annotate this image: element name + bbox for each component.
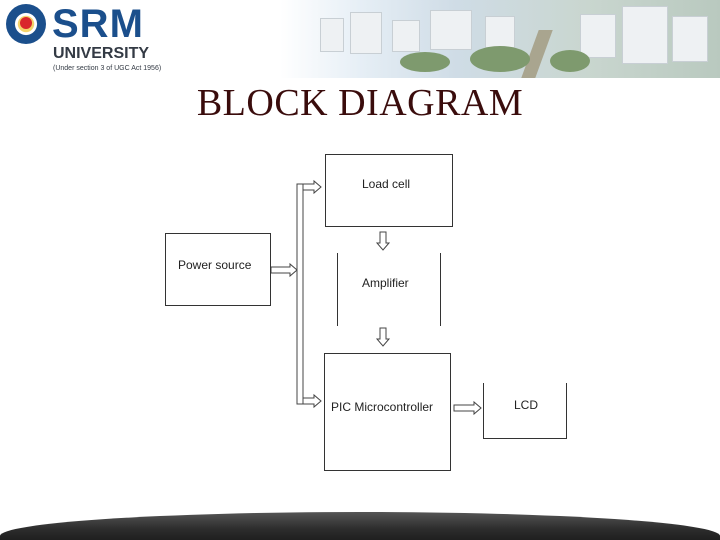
arrow-load-cell-to-amplifier (375, 231, 391, 251)
logo-subtitle: (Under section 3 of UGC Act 1956) (53, 65, 162, 72)
slide-header: SRM UNIVERSITY (Under section 3 of UGC A… (0, 0, 720, 80)
power-bus (296, 183, 304, 405)
amplifier-block: Amplifier (337, 253, 441, 326)
arrow-pic-to-lcd (453, 400, 482, 416)
load-cell-label: Load cell (362, 177, 411, 191)
pic-microcontroller-block: PIC Microcontroller (324, 353, 451, 471)
university-seal-logo (6, 4, 46, 44)
logo-name: SRM (52, 2, 144, 46)
pic-microcontroller-label: PIC Microcontroller (331, 400, 434, 414)
load-cell-block: Load cell (325, 154, 453, 227)
power-source-block: Power source (165, 233, 271, 306)
campus-photo-banner (280, 0, 720, 78)
lcd-label: LCD (514, 398, 539, 412)
arrow-amplifier-to-pic (375, 327, 391, 347)
power-source-label: Power source (178, 258, 252, 272)
arrow-bus-to-pic (302, 393, 322, 409)
slide-title: BLOCK DIAGRAM (196, 82, 524, 124)
arrow-bus-to-load-cell (302, 179, 322, 195)
lcd-block: LCD (483, 383, 567, 439)
logo-university: UNIVERSITY (53, 45, 150, 62)
amplifier-label: Amplifier (362, 276, 409, 290)
arrow-power-to-bus (270, 262, 298, 278)
